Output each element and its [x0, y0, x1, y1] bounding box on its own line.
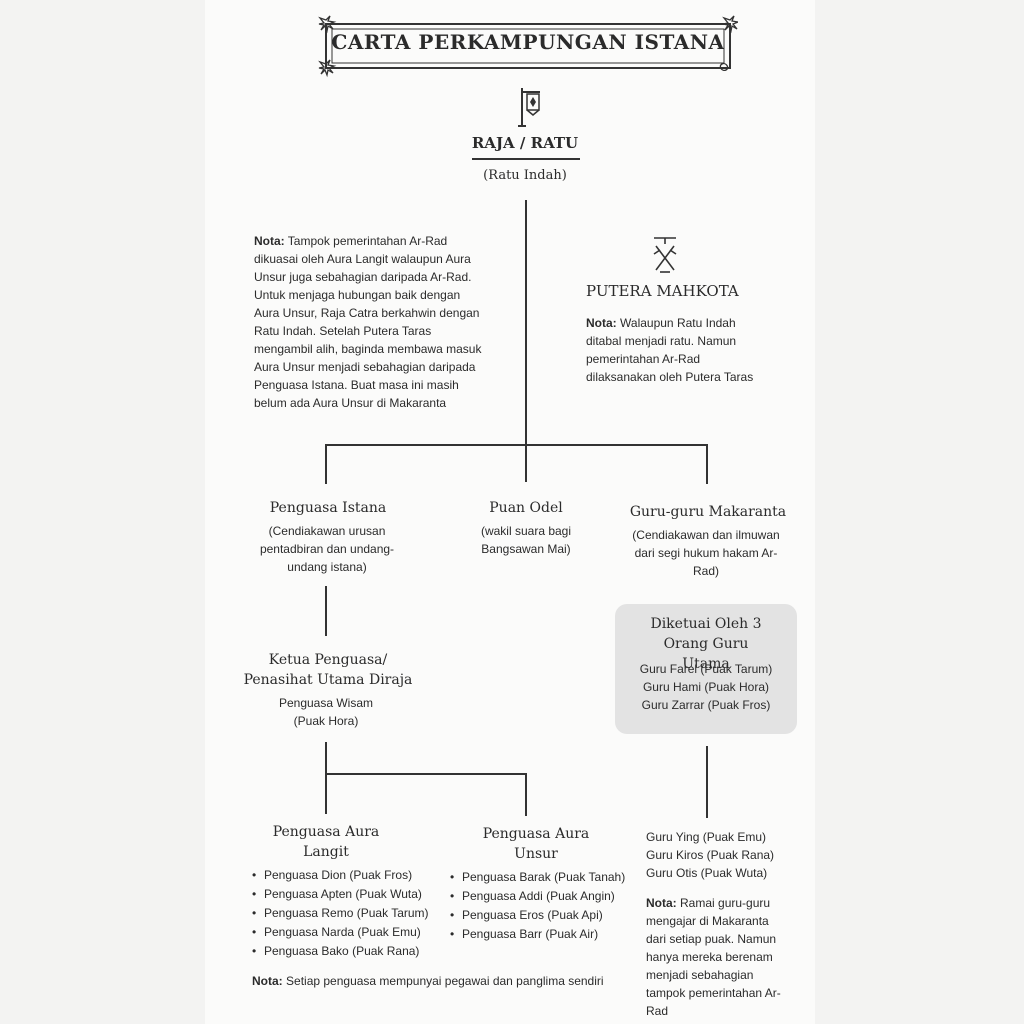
left-note-text: Tampok pemerintahan Ar-Rad dikuasai oleh… [254, 234, 482, 410]
king-trunk-line [525, 200, 527, 482]
list-item: Penguasa Apten (Puak Wuta) [252, 885, 452, 904]
puan-odel-title: Puan Odel [489, 500, 563, 516]
guru-makaranta-desc: (Cendiakawan dan ilmuwan dari segi hukum… [632, 528, 780, 578]
page-sheet [205, 0, 815, 1024]
aura-langit-title: Penguasa Aura Langit [272, 824, 380, 860]
list-item: Penguasa Bako (Puak Rana) [252, 942, 452, 961]
crown-prince-note-text: Walaupun Ratu Indah ditabal menjadi ratu… [586, 316, 754, 384]
crown-prince-note: Nota: Walaupun Ratu Indah ditabal menjad… [586, 314, 768, 386]
connector-other-gurus [706, 746, 708, 818]
title-frame [318, 15, 738, 78]
connector-ketua [325, 586, 327, 636]
bottom-note-label: Nota: [252, 974, 283, 988]
lead-teacher-item: Guru Farel (Puak Tarum) [639, 662, 773, 676]
lead-teachers-title: Diketuai Oleh 3 Orang Guru Utama [650, 616, 762, 672]
branch-line-top [325, 444, 708, 446]
puan-odel-desc: (wakil suara bagi Bangsawan Mai) [480, 524, 572, 556]
branch-line-aura [325, 773, 527, 775]
king-title: RAJA / RATU [471, 134, 579, 152]
list-item: Penguasa Remo (Puak Tarum) [252, 904, 452, 923]
lead-teachers-box: Diketuai Oleh 3 Orang Guru Utama Guru Fa… [615, 604, 797, 734]
aura-unsur-title: Penguasa Aura Unsur [482, 826, 590, 862]
crown-prince-note-label: Nota: [586, 316, 617, 330]
ketua-name: Penguasa Wisam [278, 696, 374, 710]
connector-aura-unsur [525, 773, 527, 816]
banner-flag-icon [518, 88, 540, 127]
guru-note: Nota: Ramai guru-guru mengajar di Makara… [646, 894, 788, 1020]
chart-title: CARTA PERKAMPUNGAN ISTANA [331, 30, 725, 54]
lead-teacher-item: Guru Hami (Puak Hora) [642, 680, 770, 694]
guru-makaranta-title: Guru-guru Makaranta [629, 504, 787, 520]
list-item: Guru Ying (Puak Emu) [646, 830, 767, 844]
list-item: Guru Kiros (Puak Rana) [646, 848, 775, 862]
crossed-swords-icon [653, 237, 677, 273]
bottom-note-text: Setiap penguasa mempunyai pegawai dan pa… [286, 974, 604, 988]
list-item: Penguasa Dion (Puak Fros) [252, 866, 452, 885]
aura-langit-list: Penguasa Dion (Puak Fros) Penguasa Apten… [252, 866, 452, 961]
king-divider [472, 158, 580, 160]
list-item: Penguasa Barak (Puak Tanah) [450, 868, 650, 887]
list-item: Penguasa Barr (Puak Air) [450, 925, 650, 944]
ketua-title: Ketua Penguasa/ Penasihat Utama Diraja [243, 652, 413, 688]
other-gurus-list: Guru Ying (Puak Emu) Guru Kiros (Puak Ra… [646, 828, 796, 882]
guru-note-text: Ramai guru-guru mengajar di Makaranta da… [646, 896, 781, 1018]
bottom-note: Nota: Setiap penguasa mempunyai pegawai … [252, 972, 632, 990]
connector-makaranta [706, 444, 708, 484]
penguasa-istana-title: Penguasa Istana [269, 500, 387, 516]
left-note: Nota: Tampok pemerintahan Ar-Rad dikuasa… [254, 232, 486, 412]
connector-istana [325, 444, 327, 484]
crown-prince-title: PUTERA MAHKOTA [586, 282, 739, 300]
list-item: Penguasa Narda (Puak Emu) [252, 923, 452, 942]
ketua-clan: (Puak Hora) [293, 714, 359, 728]
guru-note-label: Nota: [646, 896, 677, 910]
list-item: Penguasa Eros (Puak Api) [450, 906, 650, 925]
king-name: (Ratu Indah) [483, 168, 567, 183]
penguasa-istana-desc: (Cendiakawan urusan pentadbiran dan unda… [259, 524, 395, 574]
lead-teacher-item: Guru Zarrar (Puak Fros) [641, 698, 771, 712]
flower-ornament-icon [318, 15, 738, 78]
lead-teachers-list: Guru Farel (Puak Tarum) Guru Hami (Puak … [615, 660, 797, 714]
list-item: Guru Otis (Puak Wuta) [646, 866, 768, 880]
aura-unsur-list: Penguasa Barak (Puak Tanah) Penguasa Add… [450, 868, 650, 944]
list-item: Penguasa Addi (Puak Angin) [450, 887, 650, 906]
left-note-label: Nota: [254, 234, 285, 248]
connector-aura-langit [325, 742, 327, 814]
